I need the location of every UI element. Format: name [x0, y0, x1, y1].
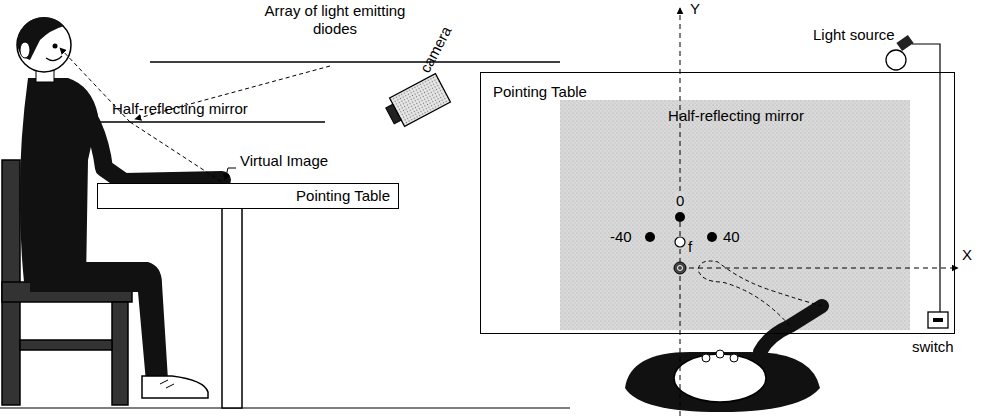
part-label: Virtual Image	[240, 152, 328, 170]
table-leg	[222, 208, 242, 408]
part-label: Array of light emitting diodes	[245, 2, 425, 38]
x-axis	[680, 268, 958, 269]
target-dot	[707, 232, 717, 242]
floor-line	[0, 407, 570, 408]
pointing-table: Pointing Table	[97, 183, 399, 209]
fixation-point	[675, 237, 685, 247]
target-dot	[645, 232, 655, 242]
start-point	[678, 266, 683, 271]
pointing-table: Pointing TableHalf-reflecting mirror	[480, 72, 955, 334]
target-dot	[675, 212, 685, 222]
node-label: Pointing Table	[106, 187, 390, 205]
target-label: f	[688, 238, 692, 256]
target-label: 0	[675, 192, 685, 210]
leader-line	[225, 168, 236, 180]
node-label: Pointing Table	[493, 83, 942, 101]
mirror-region: Half-reflecting mirror	[559, 99, 913, 329]
led-array	[150, 61, 560, 63]
part-label: Half-reflecting mirror	[112, 100, 248, 118]
axis-label: Y	[690, 0, 700, 18]
axis-label: X	[962, 246, 972, 264]
part-label: Light source	[812, 26, 896, 44]
target-label: -40	[610, 228, 632, 246]
camera-icon	[382, 74, 450, 130]
node-label: Half-reflecting mirror	[569, 107, 903, 125]
part-label: camera	[416, 23, 455, 76]
target-label: 40	[723, 228, 740, 246]
table-top-view	[480, 72, 955, 334]
mirror-fill	[560, 100, 910, 330]
virtual-ray	[130, 122, 222, 182]
part-label: switch	[912, 338, 954, 356]
start-point	[674, 262, 686, 274]
subject-top-view	[625, 261, 822, 412]
mirror-line	[100, 121, 325, 123]
light-source	[886, 35, 948, 328]
